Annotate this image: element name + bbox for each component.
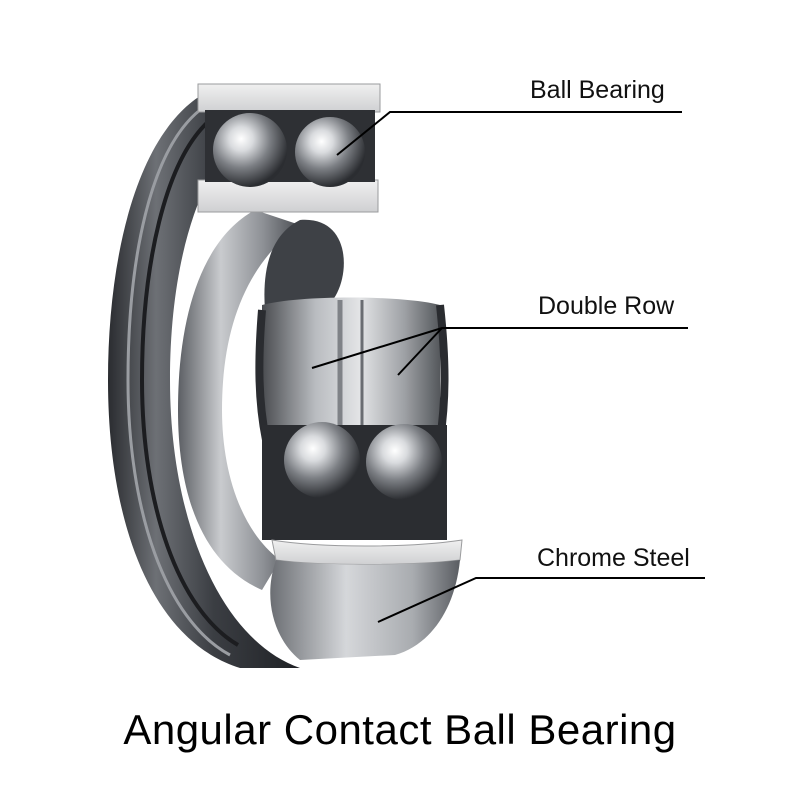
diagram-title: Angular Contact Ball Bearing xyxy=(123,706,677,753)
lower-ball-right xyxy=(366,424,442,500)
top-cut-face-upper xyxy=(197,83,381,113)
inner-race xyxy=(262,297,440,438)
leader-line-chrome-steel xyxy=(377,577,705,623)
callout-double-row: Double Row xyxy=(538,292,675,320)
top-ball-right xyxy=(295,117,365,187)
outer-ring-groove xyxy=(126,108,231,657)
lower-ball-left xyxy=(284,422,360,498)
top-ball-left xyxy=(213,113,287,187)
lower-outer-ring xyxy=(270,560,460,660)
callout-chrome-steel: Chrome Steel xyxy=(537,544,690,572)
top-cut-face-lower xyxy=(197,179,379,213)
callout-ball-bearing: Ball Bearing xyxy=(530,76,665,104)
leader-line-ball-bearing xyxy=(336,111,682,156)
bore-surface xyxy=(178,210,300,590)
lower-cut-face xyxy=(271,539,463,565)
